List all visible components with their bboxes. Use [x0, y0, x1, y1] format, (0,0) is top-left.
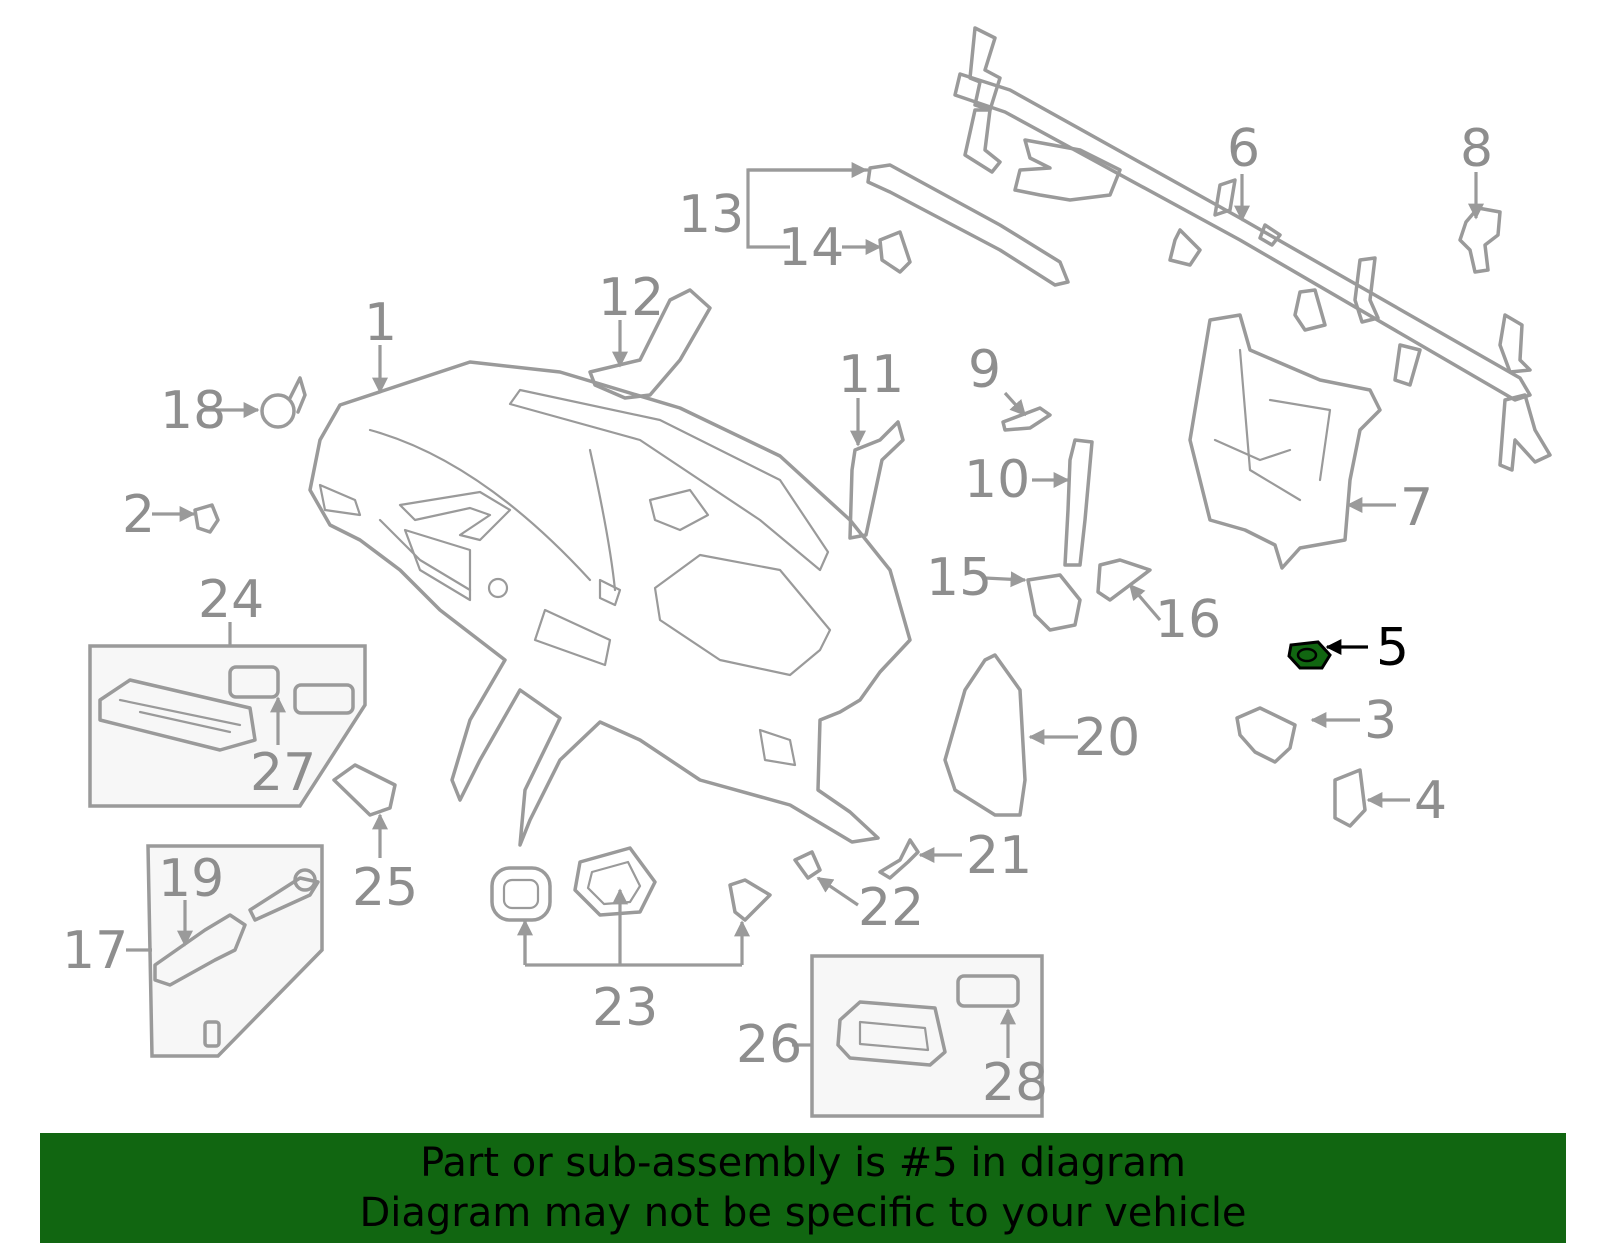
vent-25: [332, 763, 397, 817]
callout-14[interactable]: 14: [778, 218, 844, 278]
clip-4: [1333, 768, 1367, 828]
box-24: [88, 644, 367, 808]
callout-8[interactable]: 8: [1460, 119, 1493, 179]
callout-4[interactable]: 4: [1414, 771, 1447, 831]
instrument-panel: [308, 360, 912, 847]
vents-24: [98, 665, 355, 752]
info-banner: Part or sub-assembly is #5 in diagram Di…: [40, 1133, 1566, 1243]
callout-11[interactable]: 11: [838, 345, 904, 405]
callout-21[interactable]: 21: [966, 826, 1032, 886]
callout-26[interactable]: 26: [736, 1015, 802, 1075]
callout-18[interactable]: 18: [160, 381, 226, 441]
duct-12: [588, 288, 712, 400]
callout-28[interactable]: 28: [982, 1053, 1048, 1113]
callout-10[interactable]: 10: [964, 450, 1030, 510]
bracket-11: [848, 420, 905, 540]
callout-5[interactable]: 5: [1376, 618, 1409, 678]
callout-6[interactable]: 6: [1227, 119, 1260, 179]
callout-24[interactable]: 24: [198, 570, 264, 630]
callout-25[interactable]: 25: [352, 858, 418, 918]
callout-20[interactable]: 20: [1074, 708, 1140, 768]
bracket-7: [1188, 313, 1382, 570]
bracket-16: [1096, 558, 1152, 602]
callout-15[interactable]: 15: [926, 548, 992, 608]
panel-20: [943, 653, 1027, 817]
callout-16[interactable]: 16: [1155, 590, 1221, 650]
callout-2[interactable]: 2: [122, 485, 155, 545]
callout-27[interactable]: 27: [250, 743, 316, 803]
callout-19[interactable]: 19: [158, 849, 224, 909]
vents-23: [490, 846, 772, 922]
callout-9[interactable]: 9: [968, 340, 1001, 400]
callout-1[interactable]: 1: [364, 293, 397, 353]
callout-12[interactable]: 12: [598, 268, 664, 328]
clip-9: [1001, 406, 1052, 432]
clip-2: [193, 503, 220, 534]
defroster-duct-13: [866, 163, 1070, 287]
cross-member: [953, 26, 1552, 472]
banner-line-2: Diagram may not be specific to your vehi…: [359, 1190, 1247, 1236]
callout-labels: 1 2 3 4 5 6 7 8 9 10 11 12 13 14 15 16 1…: [62, 119, 1493, 1113]
part-5-highlighted[interactable]: [1287, 640, 1332, 670]
leader-lines: [126, 162, 1484, 1058]
callout-23[interactable]: 23: [592, 978, 658, 1038]
bulb-18: [260, 376, 307, 429]
clip-14: [878, 230, 912, 274]
bracket-3: [1235, 706, 1297, 764]
clip-22: [793, 850, 822, 880]
callout-7[interactable]: 7: [1400, 478, 1433, 538]
vents-26: [836, 974, 1020, 1067]
ignition-17: [153, 868, 320, 1048]
banner-line-1: Part or sub-assembly is #5 in diagram: [420, 1140, 1186, 1186]
callout-13[interactable]: 13: [678, 185, 744, 245]
bracket-21: [878, 838, 920, 880]
bracket-10: [1063, 438, 1094, 567]
callout-17[interactable]: 17: [62, 921, 128, 981]
callout-3[interactable]: 3: [1364, 691, 1397, 751]
speaker-15: [1026, 573, 1082, 632]
callout-22[interactable]: 22: [858, 878, 924, 938]
bracket-8: [1458, 206, 1502, 274]
